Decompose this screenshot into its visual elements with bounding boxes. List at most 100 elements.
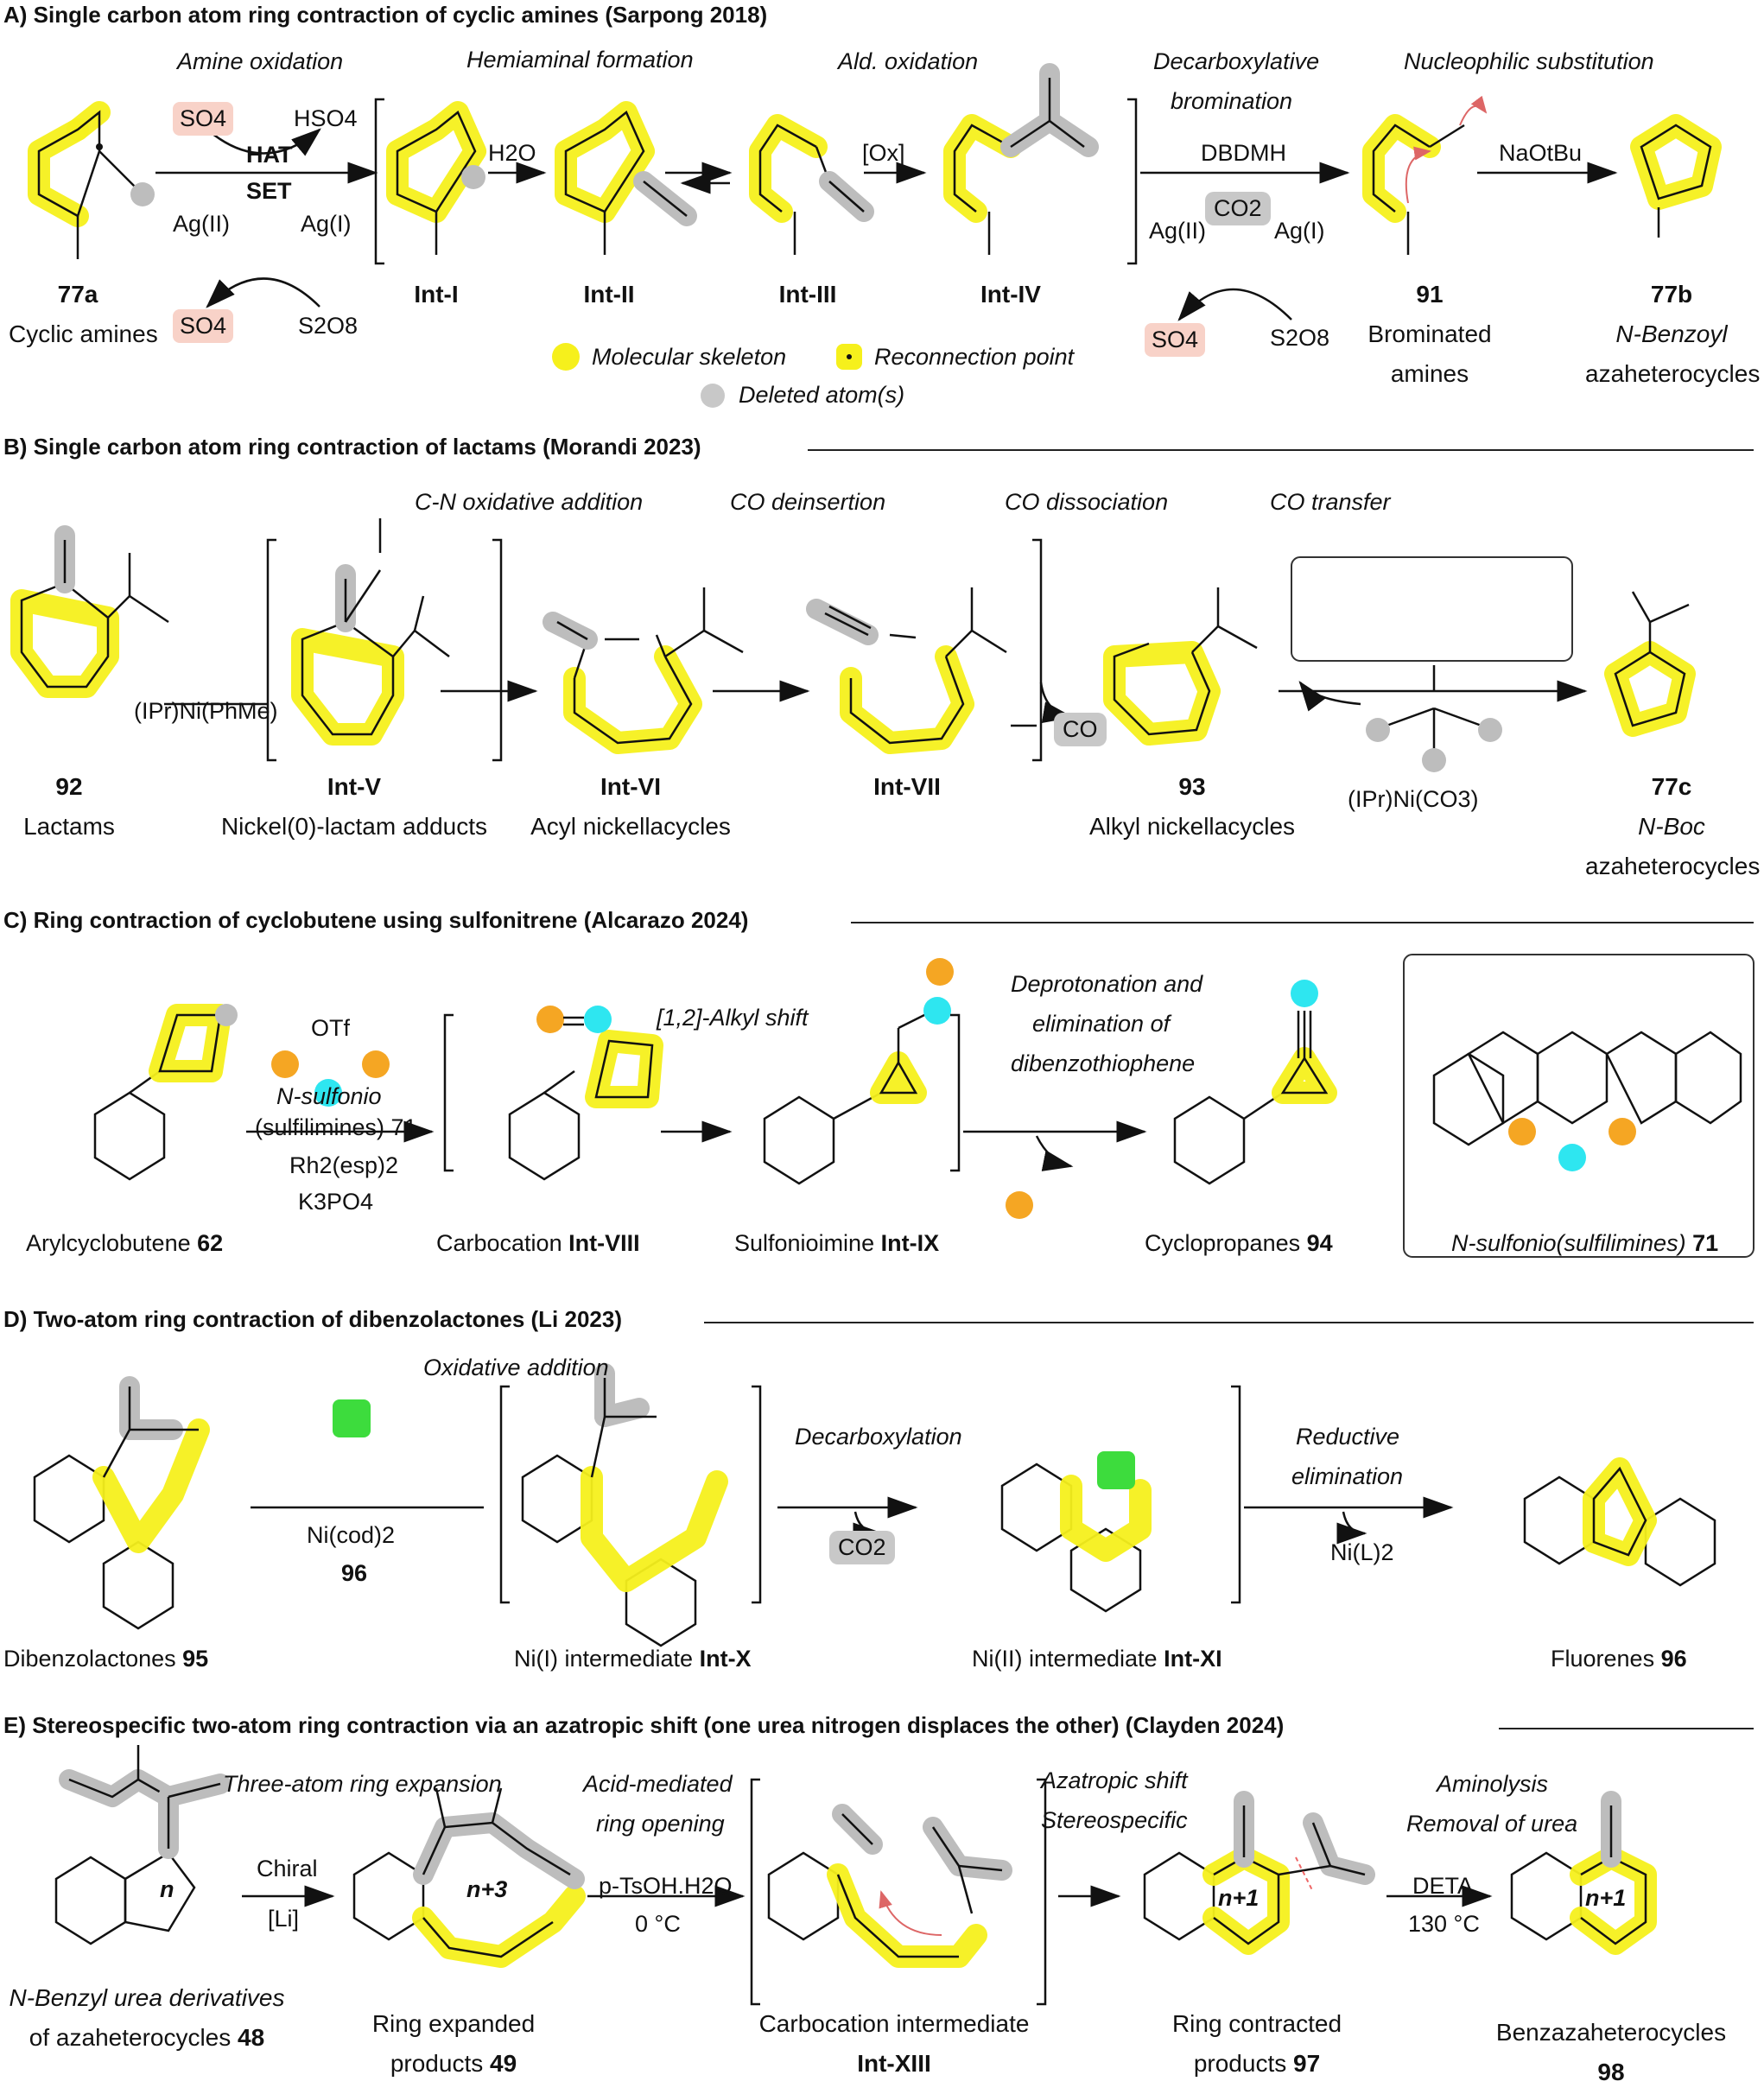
nsulfonio-label: N-sulfonio (276, 1083, 382, 1109)
step-acid-mediated: Acid-mediated (583, 1771, 733, 1797)
compound-97: Ring contracted products 97 (1171, 2010, 1342, 2077)
section-e-rule (1499, 1728, 1754, 1729)
int-v-structure (291, 518, 450, 746)
step-hemiaminal-formation: Hemiaminal formation (466, 47, 694, 73)
compound-int-vi: Int-VI Acyl nickellacycles (530, 773, 731, 840)
k3po4-label: K3PO4 (298, 1189, 374, 1215)
step-co-transfer: CO transfer (1270, 489, 1391, 515)
int-vii-structure (806, 587, 1007, 754)
step-co-deinsertion: CO deinsertion (730, 489, 886, 515)
compound-93: 93 Alkyl nickellacycles (1088, 773, 1296, 840)
rh-label: Rh2(esp)2 (289, 1152, 399, 1178)
compound-92-structure (10, 525, 169, 698)
step-elimination-of: elimination of (1032, 1011, 1171, 1037)
step-cn-oxidative-addition: C-N oxidative addition (415, 489, 644, 515)
compound-int-ix-caption: Sulfonioimine Int-IX (734, 1230, 940, 1256)
compound-71-structure (1432, 1031, 1742, 1171)
naotbu-label: NaOtBu (1499, 140, 1583, 166)
nicod-number: 96 (341, 1560, 368, 1586)
compound-int-iii: Int-III (778, 281, 837, 308)
otf-label: OTf (311, 1015, 350, 1041)
step-dibenzothiophene: dibenzothiophene (1011, 1050, 1196, 1076)
ring-label-98: n+1 (1585, 1885, 1627, 1911)
compound-49: Ring expanded products 49 (371, 2010, 536, 2077)
ag2-right-label: Ag(II) (1149, 218, 1207, 244)
compound-98-structure (1510, 1791, 1657, 1955)
ring-label-49: n+3 (466, 1876, 508, 1902)
compound-49-structure (352, 1787, 586, 1968)
compound-94-caption: Cyclopropanes 94 (1145, 1230, 1333, 1256)
step-co-dissociation: CO dissociation (1005, 489, 1169, 515)
step-deprotonation: Deprotonation and (1011, 971, 1203, 997)
step-three-atom-ring-expansion: Three-atom ring expansion (223, 1771, 502, 1797)
temp-130-label: 130 °C (1408, 1911, 1480, 1937)
int-viii-structure (508, 1006, 663, 1181)
set-label: SET (246, 178, 292, 204)
nicod-label: Ni(cod)2 (307, 1522, 396, 1548)
h2o-label: H2O (488, 140, 536, 166)
legend-reconnection: Reconnection point (874, 344, 1075, 370)
int-x-structure (521, 1363, 728, 1647)
ag1-left-label: Ag(I) (301, 211, 352, 237)
step-decarboxylative: Decarboxylative (1153, 48, 1320, 74)
legend-deleted: Deleted atom(s) (739, 382, 905, 408)
section-d-rule (704, 1322, 1754, 1323)
deta-label: DETA (1412, 1873, 1474, 1899)
s2o8-right-label: S2O8 (1270, 325, 1330, 351)
int-xiii-structure (767, 1804, 1012, 1968)
compound-fluorene-structure (1523, 1457, 1716, 1587)
sulfilimines-label: (sulfilimines) 71 (255, 1114, 417, 1140)
compound-93-structure (1103, 587, 1258, 746)
compound-95-caption: Dibenzolactones 95 (3, 1646, 209, 1672)
compound-int-x-caption: Ni(I) intermediate Int-X (514, 1646, 752, 1672)
nil2-label: Ni(L)2 (1330, 1539, 1394, 1565)
int-iv-structure (943, 63, 1099, 255)
section-e-title: E) Stereospecific two-atom ring contract… (3, 1712, 1285, 1738)
ni-co3-structure (1366, 665, 1502, 772)
compound-91: 91 Brominated amines (1367, 281, 1492, 387)
compound-77a-structure (28, 101, 155, 259)
compound-91-structure (1362, 95, 1488, 255)
section-c-title: C) Ring contraction of cyclobutene using… (3, 907, 749, 933)
ag1-right-label: Ag(I) (1274, 218, 1325, 244)
compound-77a: 77a Cyclic amines (9, 281, 158, 347)
step-bromination: bromination (1171, 88, 1293, 114)
so4-top-box: SO4 (173, 102, 234, 136)
compound-int-iv: Int-IV (980, 281, 1041, 308)
compound-int-ii: Int-II (583, 281, 635, 308)
compound-int-v: Int-V Nickel(0)-lactam adducts (220, 773, 488, 840)
compound-62-structure (93, 1004, 238, 1181)
compound-92: 92 Lactams (23, 773, 115, 840)
compound-48-structure (54, 1745, 231, 1945)
hso4-label: HSO4 (294, 105, 358, 131)
section-a-title: A) Single carbon atom ring contraction o… (3, 2, 768, 28)
ring-label-97: n+1 (1218, 1885, 1260, 1911)
step-decarboxylation: Decarboxylation (795, 1424, 962, 1450)
co2-d-box: CO2 (829, 1531, 895, 1564)
ox-label: [Ox] (862, 140, 905, 166)
ni-co3-label: (IPr)Ni(CO3) (1348, 786, 1479, 812)
compound-77c: 77c N-Boc azaheterocycles (1585, 773, 1761, 879)
chiral-label: Chiral (257, 1856, 318, 1881)
int-iii-structure (749, 114, 874, 255)
section-b-rule (808, 449, 1754, 451)
step-oxidative-addition: Oxidative addition (423, 1355, 609, 1380)
ptsoh-label: p-TsOH.H2O (599, 1873, 733, 1899)
int-ix-structure (763, 958, 954, 1185)
step-nucleophilic-substitution: Nucleophilic substitution (1404, 48, 1654, 74)
compound-71-caption: N-sulfonio(sulfilimines) 71 (1451, 1230, 1719, 1256)
compound-int-viii-caption: Carbocation Int-VIII (436, 1230, 640, 1256)
step-amine-oxidation: Amine oxidation (177, 48, 344, 74)
compound-94-structure (1173, 980, 1337, 1185)
compound-95-structure (33, 1376, 210, 1630)
step-azatropic-shift: Azatropic shift (1041, 1767, 1188, 1793)
int-xi-structure (1000, 1451, 1152, 1613)
int-ii-structure (555, 101, 697, 255)
ring-label-48: n (160, 1876, 174, 1902)
compound-97-structure (1143, 1791, 1375, 1955)
ag2-left-label: Ag(II) (173, 211, 231, 237)
compound-int-i: Int-I (414, 281, 459, 308)
compound-62-caption: Arylcyclobutene 62 (26, 1230, 224, 1256)
dbdmh-label: DBDMH (1201, 140, 1286, 166)
step-reductive: Reductive (1296, 1424, 1400, 1450)
